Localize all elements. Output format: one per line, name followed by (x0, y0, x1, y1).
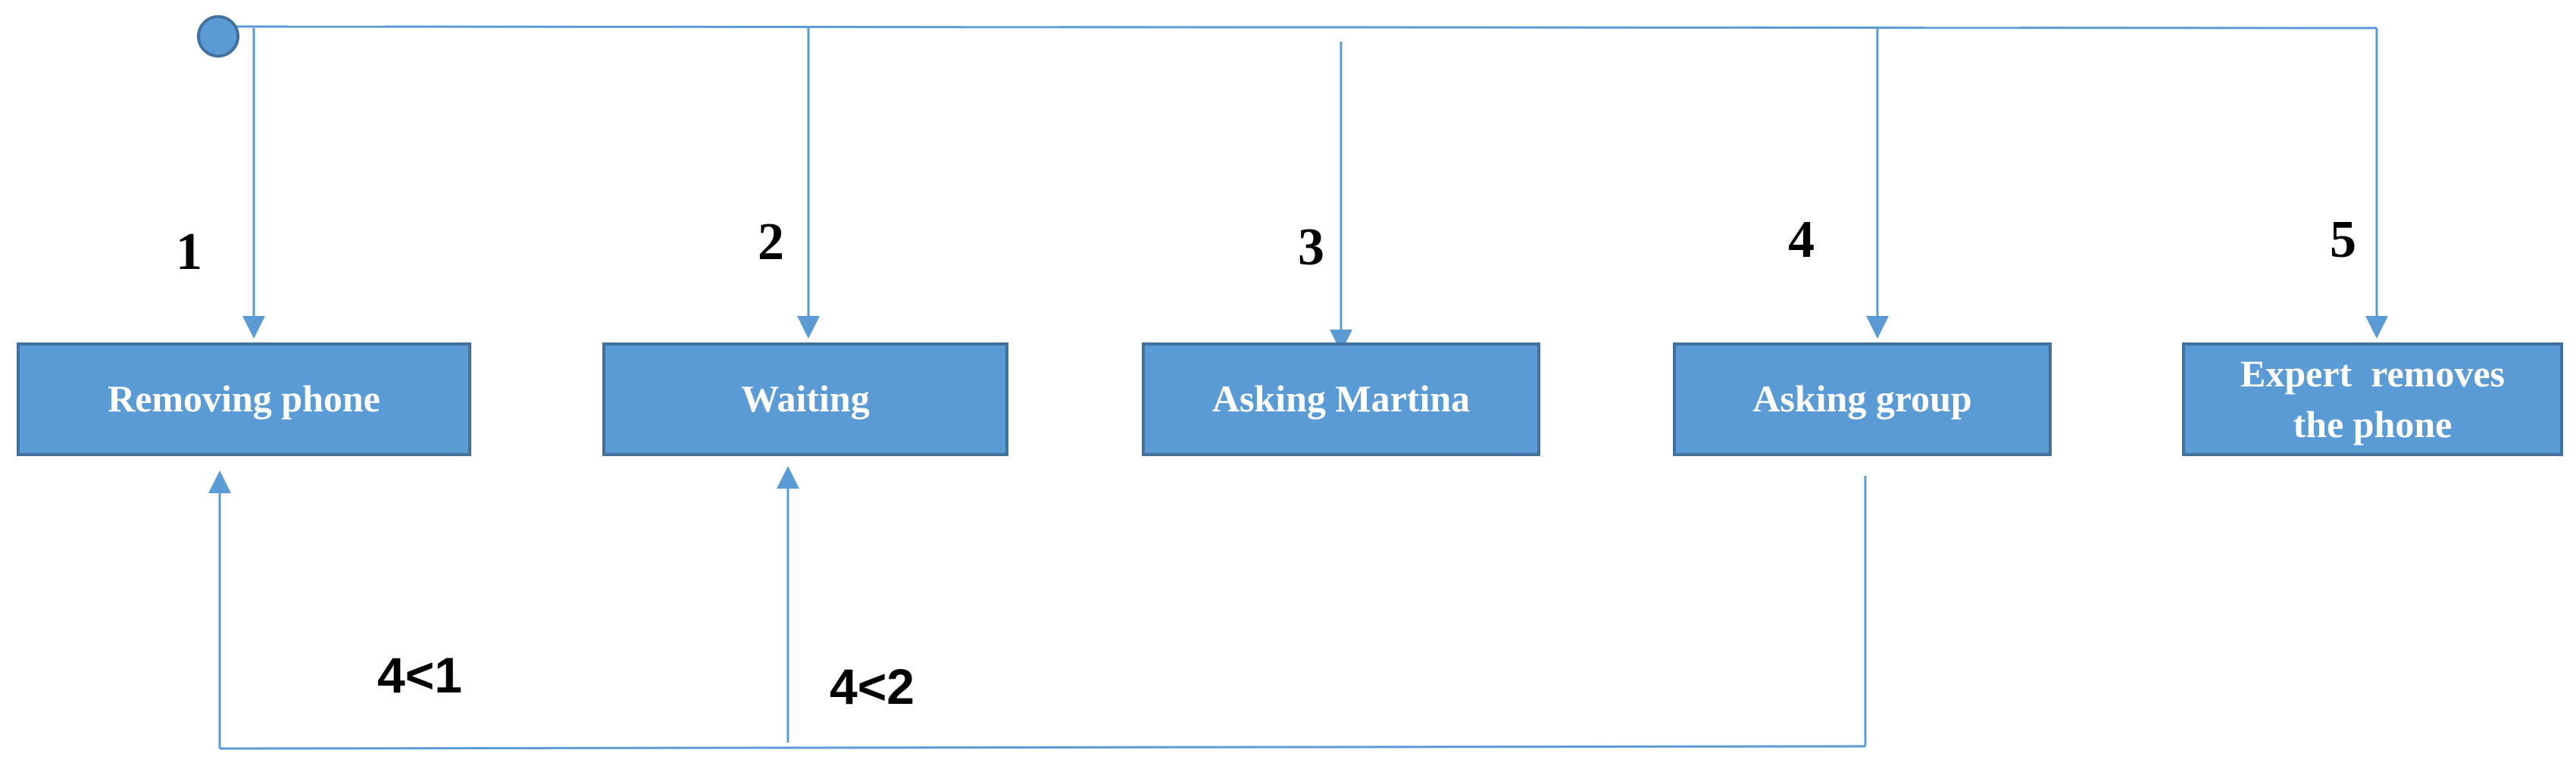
removing-phone-box: Removing phone (17, 342, 471, 456)
start-node (197, 15, 239, 58)
step-number-3: 3 (1298, 218, 1324, 277)
waiting-box: Waiting (602, 342, 1008, 456)
waiting-label: Waiting (741, 377, 870, 420)
top-bus-line (217, 25, 2377, 30)
expert-removes-label-line1: Expert removes (2240, 352, 2505, 395)
step-number-4: 4 (1788, 211, 1815, 269)
asking-group-label: Asking group (1752, 377, 1972, 420)
feedback-bottom-line (219, 745, 1866, 750)
expert-removes-box: Expert removes the phone (2182, 342, 2563, 456)
asking-martina-label: Asking Martina (1211, 377, 1471, 420)
expert-removes-label-line2: the phone (2293, 403, 2453, 445)
asking-martina-box: Asking Martina (1142, 342, 1540, 456)
condition-4-less-1: 4<1 (377, 647, 462, 703)
asking-group-box: Asking group (1673, 342, 2052, 456)
step-number-5: 5 (2330, 211, 2356, 269)
condition-4-less-2: 4<2 (830, 658, 914, 714)
removing-phone-label: Removing phone (108, 377, 380, 420)
step-number-1: 1 (176, 223, 202, 281)
step-number-2: 2 (758, 213, 784, 271)
